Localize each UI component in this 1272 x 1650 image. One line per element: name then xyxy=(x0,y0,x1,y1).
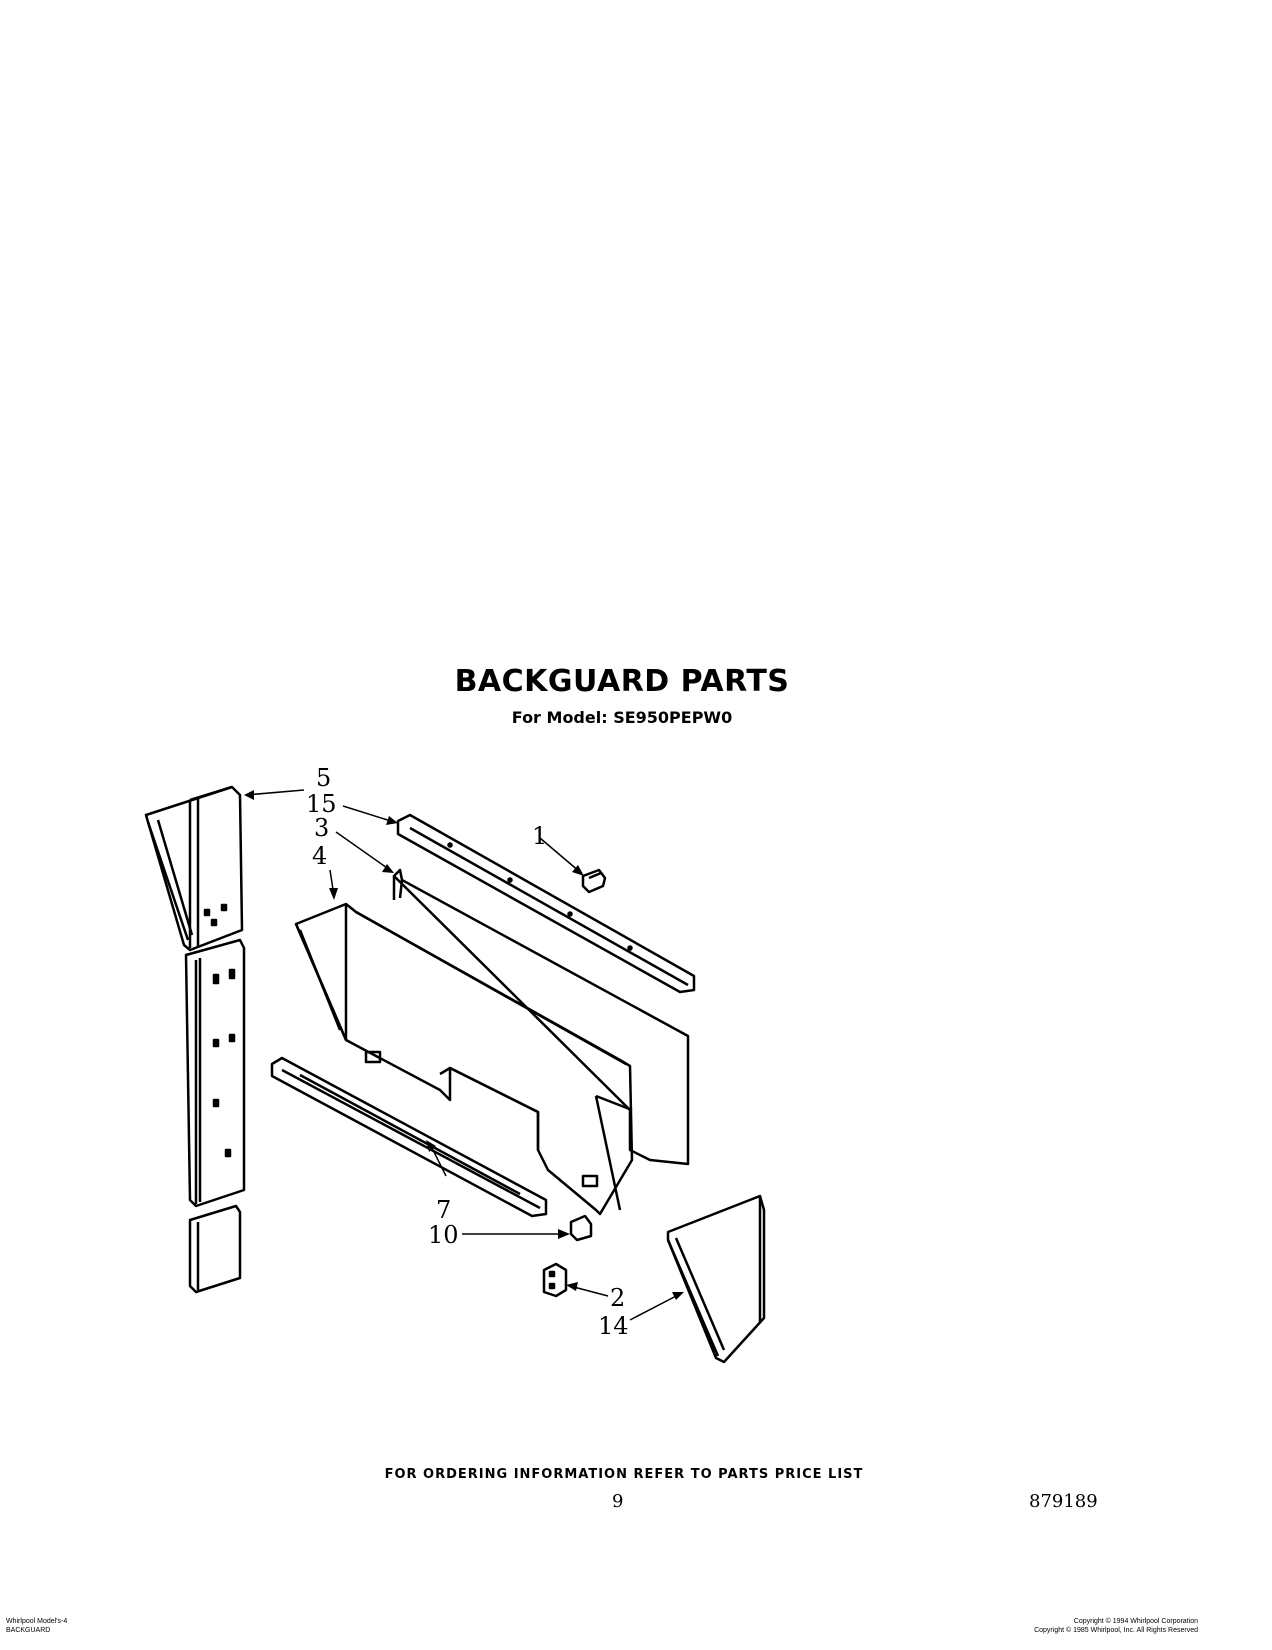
footer-left-imprint: Whirlpool Model's-4 BACKGUARD xyxy=(6,1617,67,1635)
callout-14: 14 xyxy=(598,1312,629,1340)
part-5-left-endcap xyxy=(144,785,305,1294)
callout-4: 4 xyxy=(312,842,327,870)
callout-15: 15 xyxy=(306,790,337,818)
callout-1: 1 xyxy=(532,822,547,850)
page-title: BACKGUARD PARTS xyxy=(454,664,790,699)
model-subtitle: For Model: SE950PEPW0 xyxy=(511,708,733,727)
callout-2: 2 xyxy=(610,1284,625,1312)
footer-left-line2: BACKGUARD xyxy=(6,1627,51,1634)
part-1-clip xyxy=(539,837,607,894)
footer-left-line1: Whirlpool Model's-4 xyxy=(6,1618,68,1625)
callout-10: 10 xyxy=(428,1221,459,1249)
document-number: 879189 xyxy=(1029,1491,1098,1512)
callout-5: 5 xyxy=(316,764,331,792)
part-15-top-trim xyxy=(342,805,696,994)
part-10-clip xyxy=(462,1214,593,1242)
callout-3: 3 xyxy=(314,814,329,842)
part-14-right-endcap xyxy=(629,1194,766,1364)
callout-7: 7 xyxy=(436,1196,451,1224)
footer-copyright: Copyright © 1994 Whirlpool Corporation C… xyxy=(1034,1617,1198,1635)
footer-copyright-line1: Copyright © 1994 Whirlpool Corporation xyxy=(1073,1618,1198,1625)
footer-copyright-line2: Copyright © 1985 Whirlpool, Inc. All Rig… xyxy=(1034,1627,1198,1634)
part-4-main-panel xyxy=(294,869,634,1216)
part-7-bottom-trim xyxy=(270,1056,548,1218)
page-number: 9 xyxy=(612,1491,624,1512)
part-2-bracket xyxy=(542,1262,609,1298)
ordering-note: FOR ORDERING INFORMATION REFER TO PARTS … xyxy=(384,1467,864,1482)
